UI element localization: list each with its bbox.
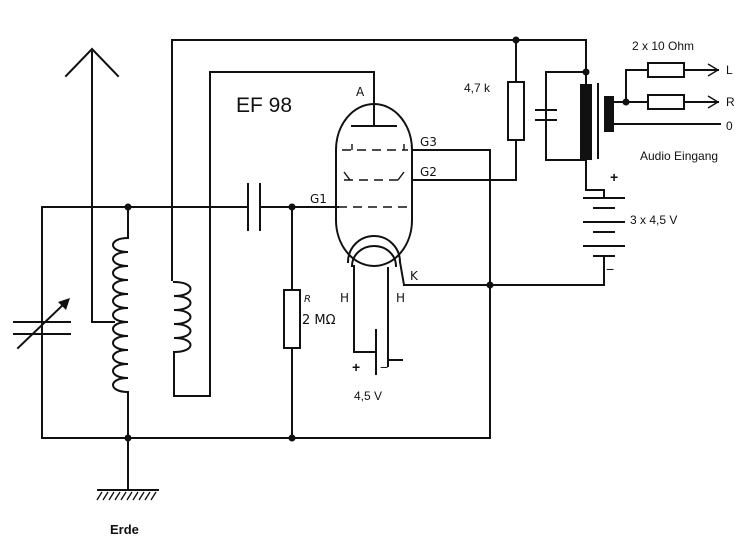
anode-resistor xyxy=(507,39,525,181)
input-0-label: 0 xyxy=(726,119,733,133)
grid-resistor-r-label: R xyxy=(304,294,311,305)
grid-resistor xyxy=(283,206,301,439)
anode-battery xyxy=(583,189,625,286)
heater-battery-label: 4,5 V xyxy=(354,389,382,403)
input-resistors-label: 2 x 10 Ohm xyxy=(632,39,694,53)
heater-battery xyxy=(353,329,403,375)
tube-label: EF 98 xyxy=(236,94,292,117)
battery-minus-label: − xyxy=(606,261,614,277)
anode-label: A xyxy=(356,85,365,99)
heater-minus-label: − xyxy=(380,359,388,375)
top-rail-wire xyxy=(171,39,587,63)
ground-label: Erde xyxy=(110,522,139,537)
grid-resistor-value-label: 2 MΩ xyxy=(302,313,336,328)
battery-label: 3 x 4,5 V xyxy=(630,213,677,227)
input-r-label: R xyxy=(726,95,735,109)
g1-label: G1 xyxy=(310,192,327,206)
ground-bus xyxy=(41,206,491,491)
heater-left-label: H xyxy=(340,291,349,305)
heater-right-label: H xyxy=(396,291,405,305)
input-resistors xyxy=(625,62,720,110)
main-coil xyxy=(112,206,130,439)
input-l-label: L xyxy=(726,63,733,77)
coupling-capacitor xyxy=(247,183,339,231)
g2-label: G2 xyxy=(420,165,437,179)
earth-symbol xyxy=(96,489,159,501)
audio-transformer xyxy=(535,61,721,191)
antenna-symbol xyxy=(64,47,120,323)
cathode-label: K xyxy=(410,269,419,283)
heater-plus-label: + xyxy=(352,359,360,375)
junction-dot xyxy=(288,434,296,442)
battery-plus-label: + xyxy=(610,169,618,185)
variable-capacitor xyxy=(13,206,71,439)
anode-resistor-label: 4,7 k xyxy=(464,81,491,95)
junction-dot xyxy=(124,434,132,442)
g3-label: G3 xyxy=(420,135,437,149)
audio-input-label: Audio Eingang xyxy=(640,149,718,163)
junction-dot xyxy=(582,68,590,76)
feedback-coil xyxy=(171,39,375,397)
